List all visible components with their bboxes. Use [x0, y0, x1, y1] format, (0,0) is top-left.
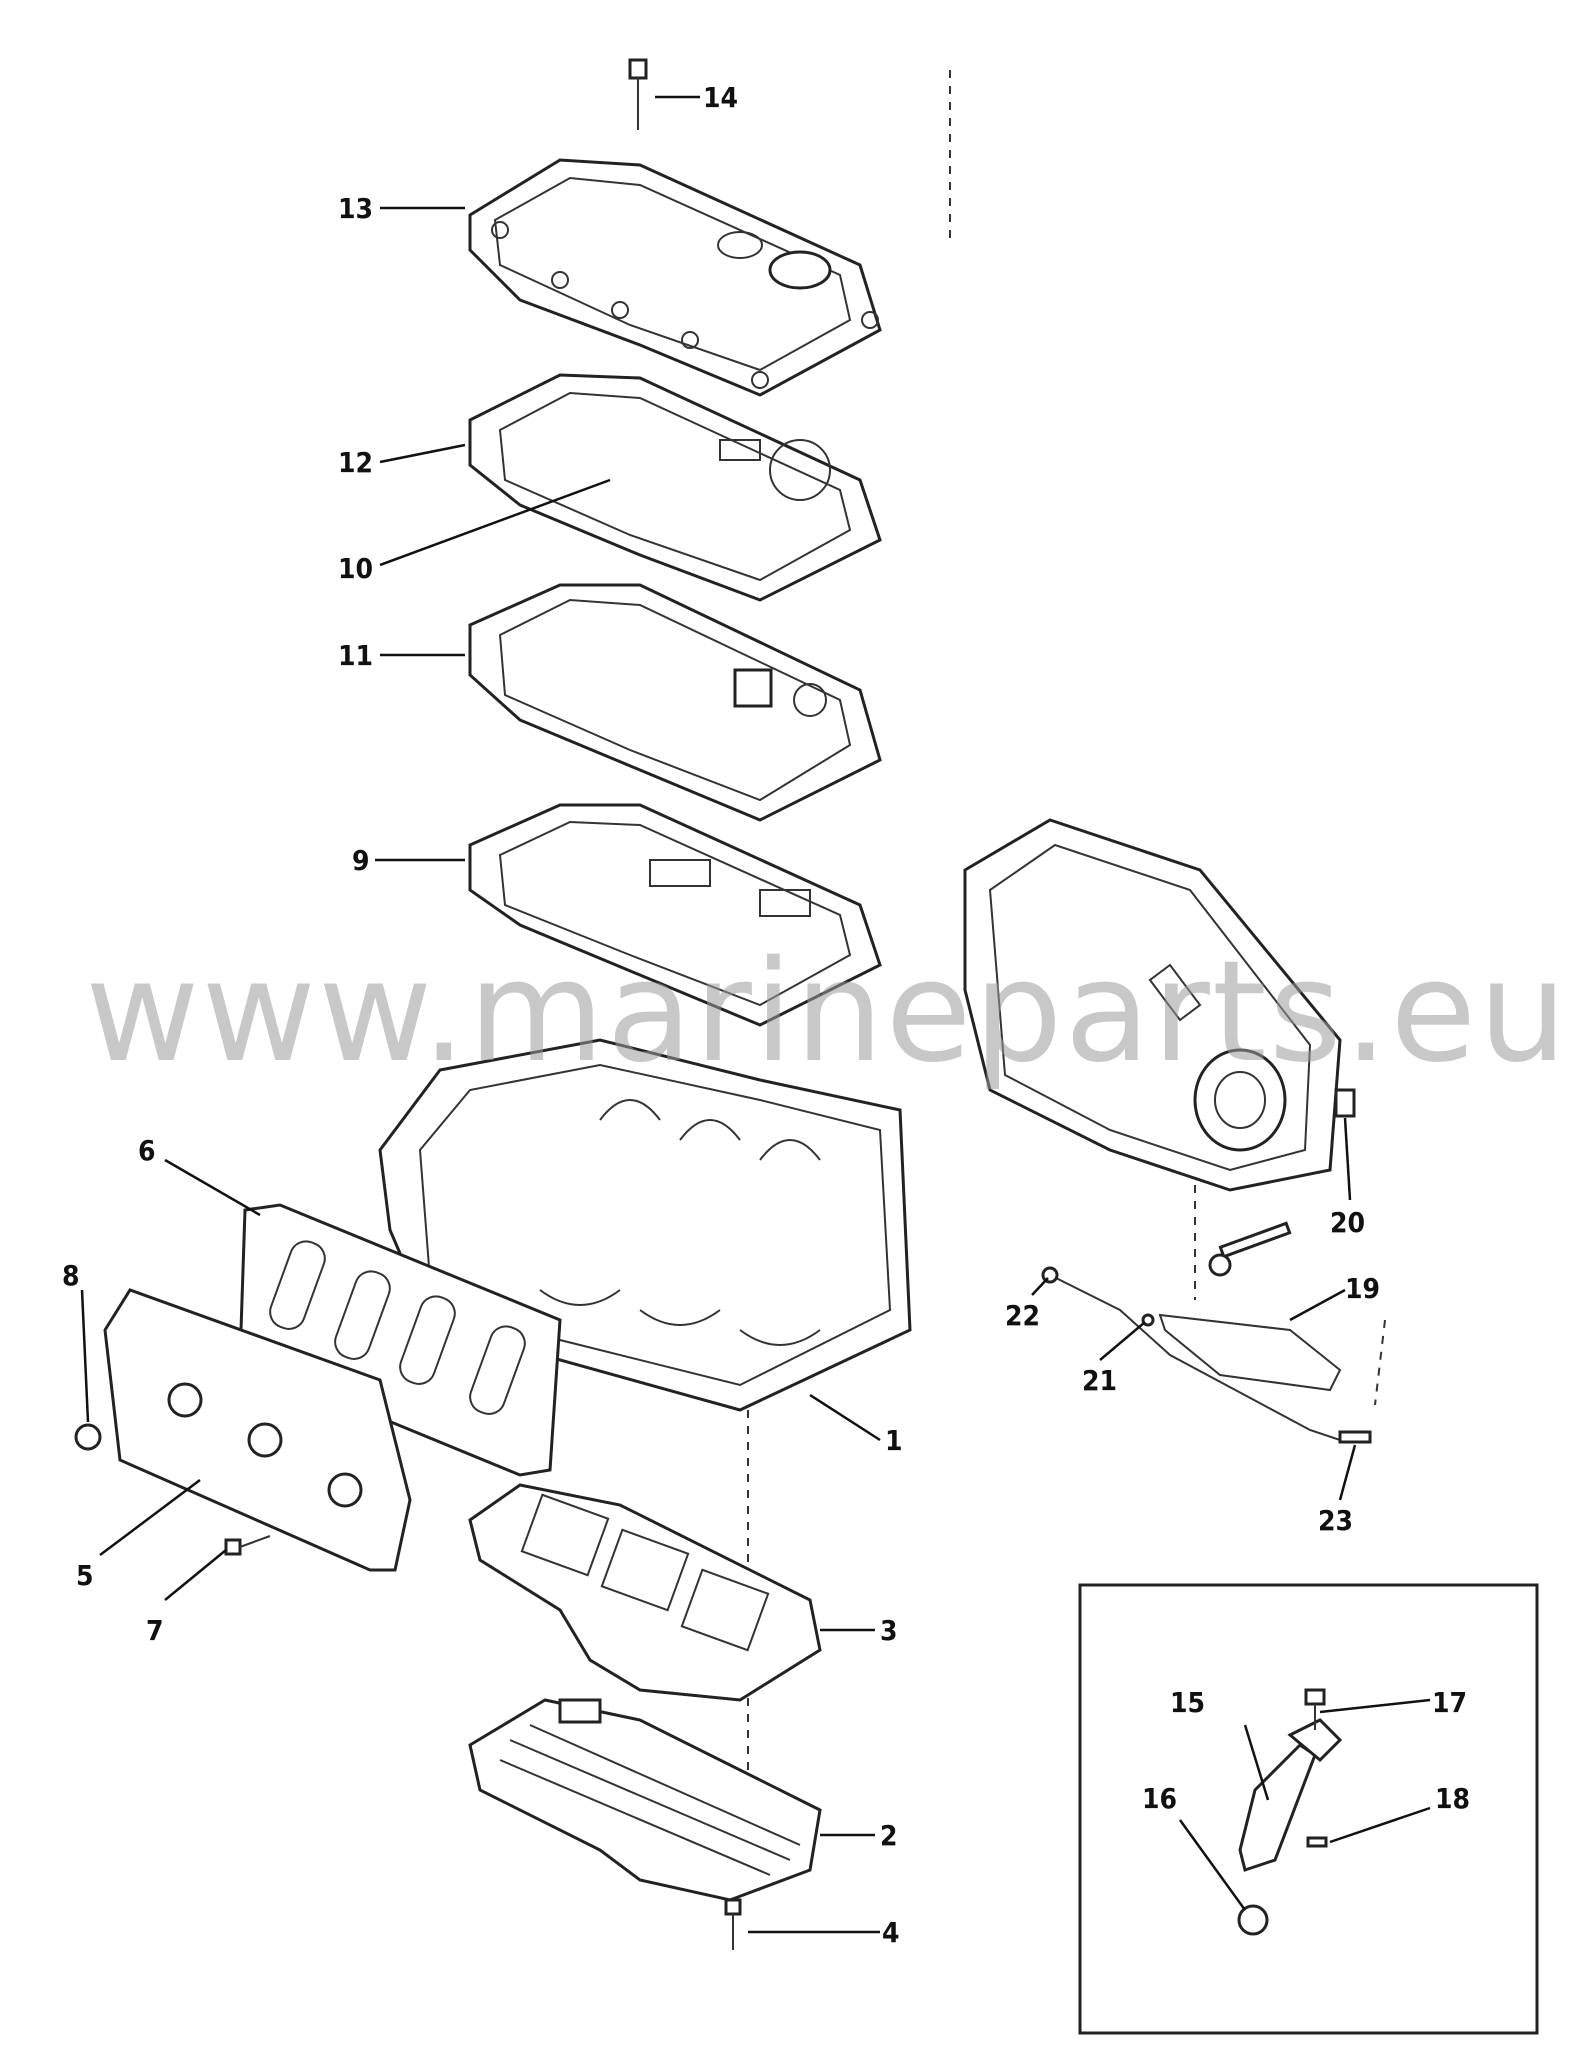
- hose-assembly: [1041, 1221, 1372, 1444]
- callout-4: 4: [882, 1916, 900, 1949]
- callout-8: 8: [62, 1259, 80, 1292]
- callout-14: 14: [703, 81, 738, 114]
- callout-10: 10: [338, 552, 373, 585]
- part-6-gasket: [238, 1203, 562, 1477]
- callout-9: 9: [352, 844, 370, 877]
- callout-6: 6: [138, 1134, 156, 1167]
- callout-13: 13: [338, 192, 373, 225]
- watermark: www.marineparts.eu: [85, 931, 1569, 1094]
- callout-23: 23: [1318, 1504, 1353, 1537]
- part-16-nut: [1237, 1904, 1269, 1936]
- part-13-cover: [468, 158, 882, 397]
- part-5-cover-plate: [103, 1288, 412, 1572]
- part-15-bracket: [1238, 1718, 1343, 1872]
- part-17-screw: [1304, 1688, 1326, 1730]
- callout-21: 21: [1082, 1364, 1117, 1397]
- part-8-nut: [74, 1423, 102, 1451]
- part-11-plate: [468, 583, 882, 822]
- callout-20: 20: [1330, 1206, 1365, 1239]
- callout-18: 18: [1435, 1782, 1470, 1815]
- callout-1: 1: [885, 1424, 903, 1457]
- part-20-fitting: [1334, 1088, 1356, 1118]
- callout-15: 15: [1170, 1686, 1205, 1719]
- callout-11: 11: [338, 639, 373, 672]
- part-20-block: [963, 818, 1342, 1192]
- part-2-reed-block: [468, 1698, 822, 1902]
- callout-2: 2: [880, 1819, 898, 1852]
- callout-5: 5: [76, 1559, 94, 1592]
- callout-7: 7: [146, 1614, 164, 1647]
- callout-16: 16: [1142, 1782, 1177, 1815]
- callout-17: 17: [1432, 1686, 1467, 1719]
- part-7-bolt: [224, 1535, 271, 1556]
- part-14-bolt: [628, 58, 648, 130]
- callout-19: 19: [1345, 1272, 1380, 1305]
- leader-lines: [80, 95, 1431, 1934]
- part-4-bolt: [724, 1898, 742, 1950]
- part-12-gasket: [468, 373, 882, 602]
- callout-3: 3: [880, 1614, 898, 1647]
- inset-frame: [1078, 1583, 1539, 2035]
- part-18-pin: [1306, 1836, 1328, 1848]
- dash-line-hose: [1374, 1319, 1386, 1406]
- callout-22: 22: [1005, 1299, 1040, 1332]
- part-3-gasket: [468, 1483, 822, 1702]
- part-9-gasket: [468, 803, 882, 1027]
- callout-12: 12: [338, 446, 373, 479]
